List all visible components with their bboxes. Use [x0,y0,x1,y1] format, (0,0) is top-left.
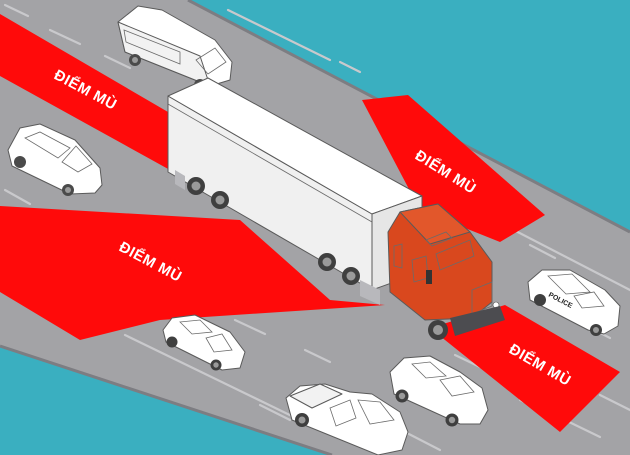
blind-spot-zones [0,14,620,432]
van [117,5,233,91]
suv-front [389,355,489,427]
police-car: POLICE [527,269,621,336]
truck-trailer [167,77,423,305]
truck [167,77,505,340]
sports-car [162,314,246,371]
pickup-truck [285,383,409,455]
suv-left [7,123,103,196]
blind-spot-rear-wide [0,206,385,340]
road-edge-bottom [0,344,333,455]
blind-spot-right-side [362,95,545,242]
truck-cab [387,203,505,340]
blind-spot-left-lane [0,14,170,170]
blind-spot-front [430,305,620,432]
